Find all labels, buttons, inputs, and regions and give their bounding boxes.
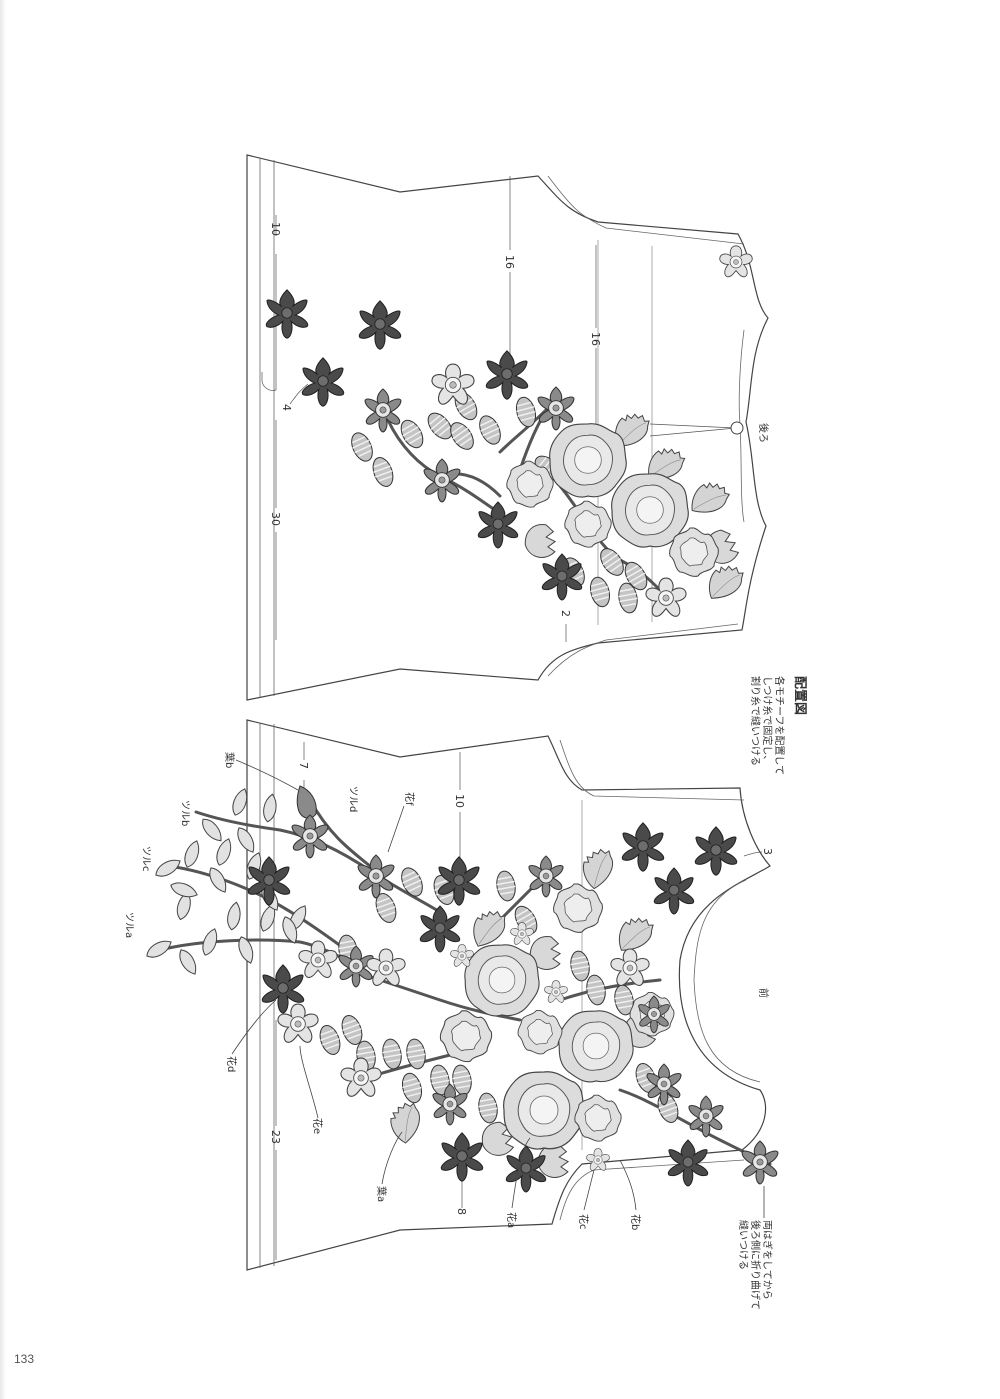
callout-flower-d: 花d [225,1056,238,1072]
front-mid-flower [741,1140,779,1185]
flower-a-arrow [511,1137,531,1209]
callout-leaf-a: 葉a [375,1186,388,1202]
front-dim-3: 3 [761,848,774,855]
flower-c-arrow [583,1169,595,1211]
back-rose [549,423,627,498]
page-number: 133 [14,1352,35,1366]
flower-f-arrow [387,805,405,853]
back-dim-16b: 16 [589,332,602,346]
diagram-title: 配置図 [792,676,807,715]
front-rose [464,944,540,1017]
flower-b-arrow [619,1159,637,1211]
back-piece [246,154,769,701]
front-dim-23: 23 [269,1130,282,1144]
callout-leaf-b: 葉b [223,752,236,768]
callout-vine-c: ツルc [140,846,151,872]
back-dim-10: 10 [269,222,282,236]
back-armhole-top [547,175,745,245]
callout-flower-e: 花e [311,1118,324,1134]
instruction-line-1: 各モチーフを配置して [773,676,786,775]
front-armhole-bottom [559,1159,745,1221]
callout-flower-c: 花c [577,1214,590,1230]
callout-flower-b: 花b [629,1214,642,1230]
vine-c-leaf [213,836,235,868]
front-dim-8: 8 [455,1208,468,1215]
front-dim-7: 7 [297,762,310,769]
back-hem-fold-lines [259,158,275,697]
leaf-b-arrow [235,759,299,791]
front-neckline-inner [693,879,761,1083]
vine-c-leaf [181,838,203,870]
leaf-a-arrow [381,1131,403,1185]
callout-vine-a: ツルa [123,912,134,938]
back-slit-lines [649,423,737,437]
back-dim-line-4 [289,383,309,405]
callout-flower-f: 花f [403,792,416,806]
labels: 後ろ 10 16 16 4 30 2 配置図 各モチーフを配置して しつけ糸で固… [123,222,807,1310]
flower-d-arrow [231,999,277,1055]
instruction-line-3: 割り糸で縫いつける [749,676,762,766]
back-dim-4: 4 [280,404,293,411]
leaf-b [296,785,317,819]
callout-flower-a: 花a [505,1212,518,1228]
vine-a-leaf [175,946,201,978]
flower-e-arrow [299,1045,319,1119]
front-rose [558,1010,634,1083]
flower-a [503,1071,585,1150]
front-dim-10: 10 [453,794,466,808]
instruction-line-2: しつけ糸で固定し、 [761,676,774,765]
back-dim-16a: 16 [503,255,516,269]
front-piece [143,719,779,1271]
back-bodice-outline [246,154,769,701]
front-armhole-top [559,739,745,801]
page-gutter-shadow [0,0,6,1399]
callout-vine-b: ツルb [179,800,190,826]
front-label: 前 [757,988,770,998]
back-dim-30: 30 [269,512,282,526]
bottom-note-line-2: 後ろ側に折り曲げて [749,1220,762,1310]
callout-vine-d: ツルd [347,786,358,812]
bottom-note-line-1: 両はぎをしてから [761,1220,774,1300]
back-armhole-bottom [547,623,739,677]
bottom-note-line-3: 縫いつける [737,1220,750,1270]
front-dim-line-3 [743,851,763,857]
back-dim-line-10 [261,215,277,391]
back-dim-2: 2 [559,610,572,617]
back-label: 後ろ [757,423,770,443]
back-button [730,421,744,435]
vine-a-leaf [225,900,243,932]
